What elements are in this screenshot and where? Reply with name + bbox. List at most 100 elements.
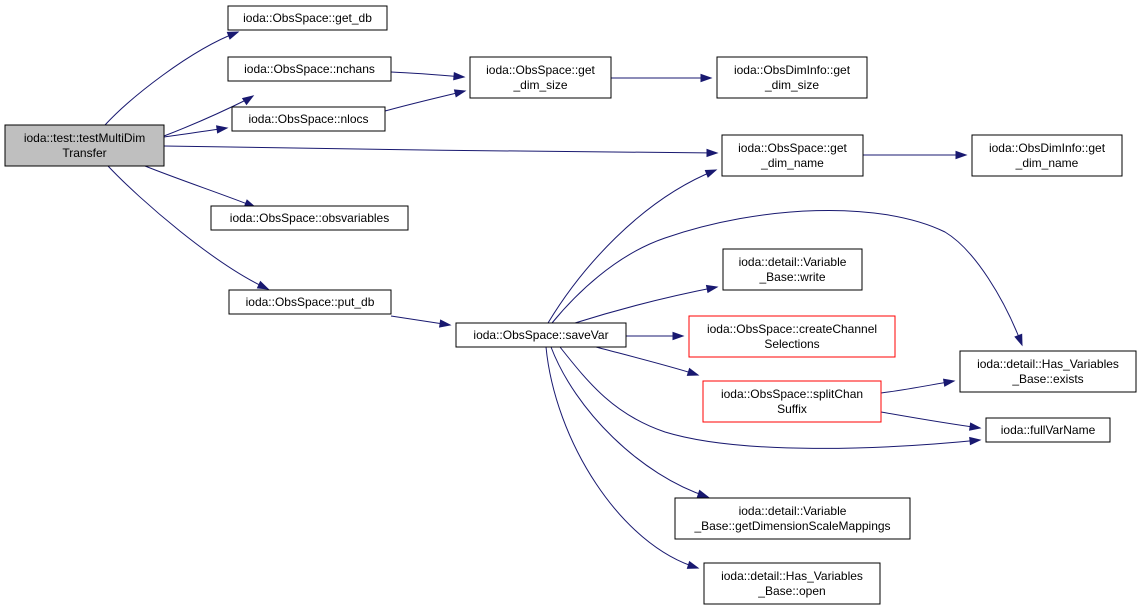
arrowhead-icon <box>1014 333 1023 347</box>
edge-get_dim_name-to-dimname_info <box>863 150 968 160</box>
arrowhead-icon <box>969 436 982 446</box>
arrowhead-icon <box>686 367 700 376</box>
edge-root-to-get_dim_name <box>163 145 719 158</box>
node-dimsize_info[interactable]: ioda::ObsDimInfo::get_dim_size <box>716 56 868 99</box>
node-label: ioda::ObsSpace::get <box>486 63 595 77</box>
node-getDimScale[interactable]: ioda::detail::Variable_Base::getDimensio… <box>674 497 911 540</box>
arrowhead-icon <box>969 422 982 431</box>
node-get_db[interactable]: ioda::ObsSpace::get_db <box>227 5 388 31</box>
node-nchans[interactable]: ioda::ObsSpace::nchans <box>227 56 392 82</box>
edge-saveVar-to-createChannel <box>626 331 685 341</box>
node-box <box>971 134 1123 177</box>
arrowhead-icon <box>439 319 452 328</box>
node-box <box>703 562 881 605</box>
edge-saveVar-to-open <box>545 346 700 569</box>
edge-nlocs-to-get_dim_size <box>384 89 467 112</box>
node-box <box>985 417 1111 443</box>
node-label: ioda::ObsSpace::saveVar <box>473 328 608 342</box>
arrowhead-icon <box>686 560 700 569</box>
node-label: ioda::ObsSpace::obsvariables <box>230 211 389 225</box>
node-label: Suffix <box>777 402 807 416</box>
arrowhead-icon <box>704 169 718 178</box>
node-label: ioda::ObsDimInfo::get <box>734 63 851 77</box>
node-box <box>702 380 882 423</box>
arrowhead-icon <box>705 284 719 294</box>
edge-root-to-get_db <box>104 31 240 126</box>
edge-put_db-to-saveVar <box>390 315 452 328</box>
node-saveVar[interactable]: ioda::ObsSpace::saveVar <box>455 322 627 348</box>
edge-splitChan-to-fullVarName <box>880 411 982 431</box>
node-label: _dim_size <box>512 78 567 92</box>
node-label: ioda::ObsSpace::get_db <box>243 11 372 25</box>
edge-saveVar-to-exists <box>551 209 1023 347</box>
node-get_dim_name[interactable]: ioda::ObsSpace::get_dim_name <box>721 134 864 177</box>
node-box <box>455 322 627 348</box>
edge-saveVar-to-get_dim_name <box>547 169 718 324</box>
arrowhead-icon <box>216 125 229 134</box>
edge-line <box>104 31 239 126</box>
node-write[interactable]: ioda::detail::Variable_Base::write <box>722 248 863 291</box>
node-box <box>722 248 863 291</box>
node-box <box>227 5 388 31</box>
edge-line <box>144 165 256 208</box>
node-label: _dim_name <box>1015 156 1079 170</box>
arrowhead-icon <box>256 280 270 290</box>
node-box <box>231 106 386 132</box>
node-box <box>210 205 409 231</box>
node-label: _Base::exists <box>1011 372 1083 386</box>
node-get_dim_size[interactable]: ioda::ObsSpace::get_dim_size <box>469 56 612 99</box>
node-label: Transfer <box>62 146 106 160</box>
arrowhead-icon <box>453 89 467 98</box>
arrowhead-icon <box>700 73 713 83</box>
edge-root-to-nlocs <box>163 125 229 138</box>
node-box <box>716 56 868 99</box>
node-dimname_info[interactable]: ioda::ObsDimInfo::get_dim_name <box>971 134 1123 177</box>
node-put_db[interactable]: ioda::ObsSpace::put_db <box>228 289 392 315</box>
node-open[interactable]: ioda::detail::Has_Variables_Base::open <box>703 562 881 605</box>
node-label: ioda::ObsSpace::get <box>738 141 847 155</box>
node-box <box>959 350 1137 393</box>
node-box <box>688 315 896 358</box>
edge-line <box>559 346 981 449</box>
edge-root-to-put_db <box>107 165 270 290</box>
node-exists[interactable]: ioda::detail::Has_Variables_Base::exists <box>959 350 1137 393</box>
edge-line <box>384 90 466 112</box>
node-box <box>674 497 911 540</box>
edge-saveVar-to-getDimScale <box>550 346 710 498</box>
edge-line <box>390 71 465 78</box>
arrowhead-icon <box>453 71 466 81</box>
node-label: ioda::detail::Has_Variables <box>721 569 863 583</box>
edge-get_dim_size-to-dimsize_info <box>610 73 713 83</box>
node-label: ioda::ObsSpace::nchans <box>244 62 375 76</box>
call-edges <box>104 31 1023 569</box>
node-box <box>469 56 612 99</box>
arrowhead-icon <box>672 331 685 341</box>
node-label: ioda::ObsSpace::put_db <box>246 295 375 309</box>
node-label: ioda::fullVarName <box>1001 423 1096 437</box>
edge-line <box>547 169 717 324</box>
node-fullVarName[interactable]: ioda::fullVarName <box>985 417 1111 443</box>
node-label: ioda::detail::Variable <box>739 255 847 269</box>
arrowhead-icon <box>241 95 255 106</box>
node-label: ioda::ObsDimInfo::get <box>989 141 1106 155</box>
node-obsvariables[interactable]: ioda::ObsSpace::obsvariables <box>210 205 409 231</box>
edge-line <box>880 380 955 394</box>
node-label: ioda::detail::Variable <box>739 504 847 518</box>
edge-line <box>880 411 981 429</box>
arrowhead-icon <box>706 148 719 158</box>
node-nlocs[interactable]: ioda::ObsSpace::nlocs <box>231 106 386 132</box>
edge-line <box>163 145 718 154</box>
node-label: _dim_name <box>760 156 824 170</box>
edge-root-to-obsvariables <box>144 165 257 208</box>
edge-line <box>595 346 699 376</box>
edge-root-to-nchans <box>163 95 255 137</box>
edge-saveVar-to-write <box>574 284 719 324</box>
node-box <box>4 124 165 167</box>
node-label: _Base::write <box>758 270 825 284</box>
arrowhead-icon <box>942 378 956 387</box>
edge-saveVar-to-splitChan <box>595 346 700 376</box>
